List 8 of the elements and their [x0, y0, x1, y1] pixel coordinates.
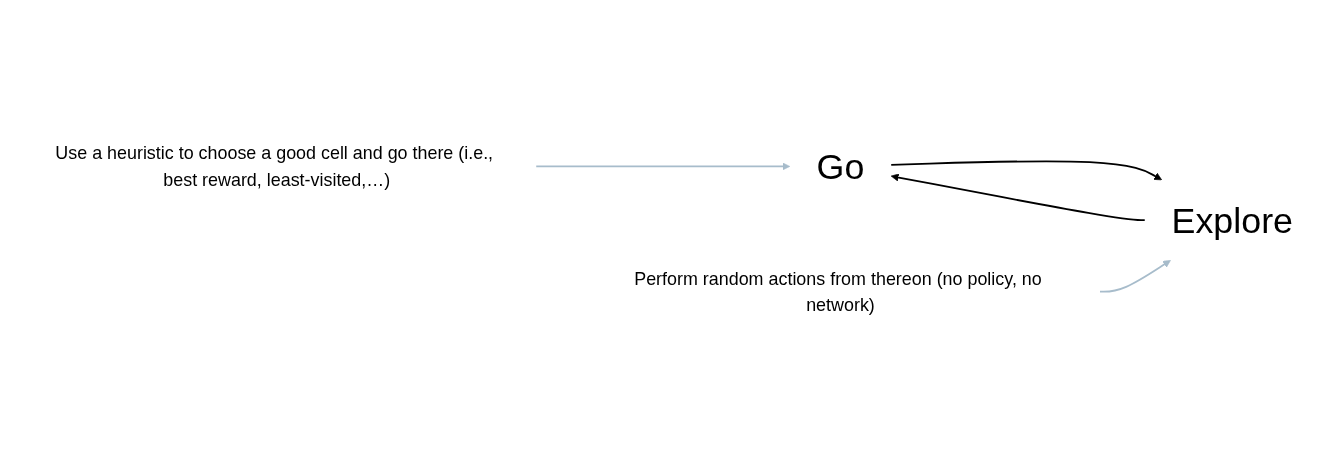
- node-text: Explore: [1171, 200, 1293, 240]
- arrow: [890, 173, 1146, 221]
- node-text: Perform random actions from thereon (no policy, no network): [634, 268, 1042, 315]
- node-text: Go: [816, 146, 865, 187]
- arrow: [1099, 259, 1171, 293]
- arrow: [890, 160, 1162, 181]
- node-text: Use a heuristic to choose a good cell and go there (i.e., best reward, least-visited,…): [55, 143, 494, 190]
- arrow: [535, 162, 791, 171]
